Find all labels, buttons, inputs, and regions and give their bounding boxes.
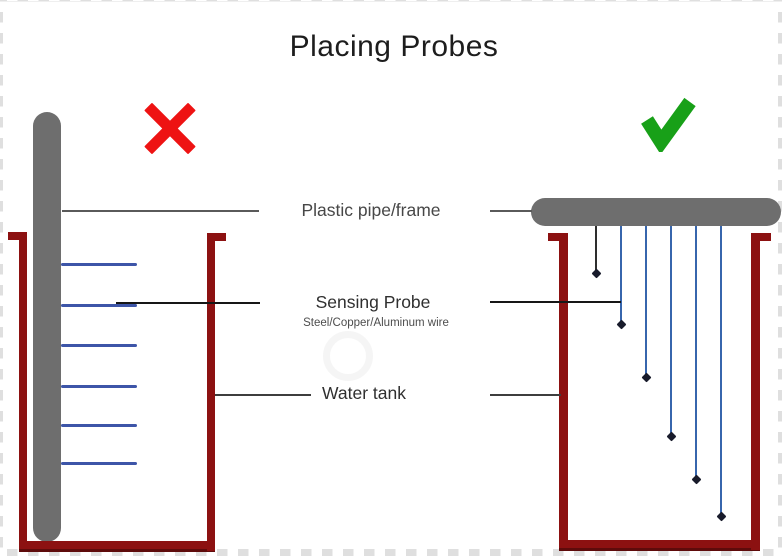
left-tank-lip-left — [8, 232, 27, 240]
left-tank-wall-right — [207, 233, 215, 551]
plastic-pipe-horizontal — [531, 198, 781, 226]
sensing-probe-horizontal — [61, 263, 137, 266]
probe-tip-dot — [691, 474, 702, 485]
plastic-pipe-pointer-right — [490, 210, 532, 212]
probe-tip-dot — [616, 319, 627, 330]
sensing-probe-sublabel: Steel/Copper/Aluminum wire — [303, 317, 449, 329]
sensing-probe-wire — [645, 226, 647, 377]
page-title: Placing Probes — [289, 30, 499, 63]
water-tank-pointer-left — [215, 394, 311, 396]
probe-tip-dot — [641, 372, 652, 383]
right-tank-wall-left — [559, 233, 568, 550]
sensing-probe-horizontal — [61, 304, 137, 307]
sensing-probe-wire — [695, 226, 697, 479]
sensing-probe-horizontal — [61, 385, 137, 388]
sensing-probe-pointer-left — [116, 302, 260, 304]
left-tank-bottom — [19, 541, 215, 552]
sensing-probe-wire — [720, 226, 722, 516]
sensing-probe-wire — [670, 226, 672, 436]
x-icon — [144, 102, 196, 155]
left-tank-lip-right — [207, 233, 226, 241]
right-tank-lip-left — [548, 233, 568, 241]
sensing-probe-horizontal — [61, 344, 137, 347]
water-tank-label: Water tank — [322, 383, 406, 403]
diagram-canvas: Placing Probes — [3, 2, 781, 552]
watermark-ring — [323, 331, 373, 381]
sensing-probe-wire — [595, 226, 597, 273]
sensing-probe-pointer-right — [490, 301, 621, 303]
probe-tip-dot — [716, 511, 727, 522]
right-tank-bottom — [559, 540, 760, 551]
right-tank-wall-right — [751, 233, 760, 550]
plastic-pipe-label: Plastic pipe/frame — [301, 200, 441, 220]
right-tank-lip-right — [751, 233, 771, 241]
sensing-probe-label: Sensing Probe — [315, 292, 431, 312]
probe-tip-dot — [666, 431, 677, 442]
plastic-pipe-pointer-left — [62, 210, 259, 212]
check-icon — [641, 97, 696, 152]
water-tank-pointer-right — [490, 394, 561, 396]
sensing-probe-horizontal — [61, 424, 137, 427]
probe-tip-dot — [591, 268, 602, 279]
sensing-probe-wire — [620, 226, 622, 324]
left-tank-wall-left — [19, 232, 27, 551]
plastic-pipe-vertical — [33, 112, 61, 542]
sensing-probe-horizontal — [61, 462, 137, 465]
